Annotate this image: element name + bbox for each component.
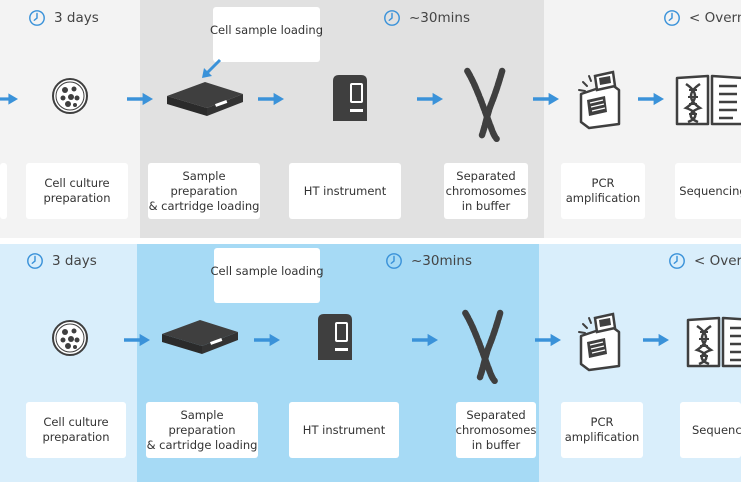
petri-dish-icon	[50, 318, 90, 358]
top-step-box: Cell culture preparation	[26, 163, 128, 219]
top-step-box: Sequencing	[675, 163, 741, 219]
arrow-icon	[417, 92, 443, 106]
pcr-machine-icon	[575, 70, 625, 130]
clock-icon	[383, 9, 401, 27]
instrument-icon	[315, 312, 355, 362]
book-dna-icon	[686, 314, 741, 370]
top-time-left-label: 3 days	[54, 10, 99, 26]
bottom-step-label: Cell culture preparation	[42, 415, 110, 444]
arrow-icon	[643, 333, 669, 347]
pcr-machine-icon	[575, 312, 625, 372]
callout-arrow-icon	[202, 58, 222, 78]
arrow-icon	[638, 92, 664, 106]
top-step-label: HT instrument	[303, 183, 387, 198]
bottom-time-mid-label: ~30mins	[411, 253, 472, 269]
top-step-label: PCR amplification	[565, 176, 641, 205]
top-step-label: Sample preparation & cartridge loading	[148, 168, 260, 213]
arrow-icon	[412, 333, 438, 347]
arrow-icon	[0, 92, 24, 106]
cartridge-icon	[165, 78, 245, 118]
bottom-step-label: HT instrument	[302, 422, 386, 437]
bottom-step-box: HT instrument	[289, 402, 399, 458]
clock-icon	[26, 252, 44, 270]
top-time-mid: ~30mins	[383, 9, 470, 27]
chromosome-icon	[458, 306, 513, 386]
top-step-box: HT instrument	[289, 163, 401, 219]
bottom-step-box: PCR amplification	[561, 402, 643, 458]
top-time-mid-label: ~30mins	[409, 10, 470, 26]
arrow-icon	[0, 333, 14, 347]
top-time-right-label: < Overnig	[689, 10, 741, 26]
arrow-icon	[533, 92, 559, 106]
clock-icon	[385, 252, 403, 270]
book-dna-icon	[675, 72, 741, 128]
bottom-time-right-label: < Overni	[694, 253, 741, 269]
bottom-step-box: Cell culture preparation	[26, 402, 126, 458]
bottom-step-box: Sample preparation & cartridge loading	[146, 402, 258, 458]
bottom-time-left: 3 days	[26, 252, 97, 270]
bottom-step-label: Sample preparation & cartridge loading	[146, 407, 258, 452]
arrow-icon	[535, 333, 561, 347]
top-time-left: 3 days	[28, 9, 99, 27]
top-step-label: Cell culture preparation	[43, 176, 111, 205]
arrow-icon	[124, 333, 150, 347]
bottom-time-left-label: 3 days	[52, 253, 97, 269]
arrow-icon	[254, 333, 280, 347]
arrow-icon	[127, 92, 153, 106]
cartridge-icon	[160, 316, 240, 356]
top-callout-label: Cell sample loading	[210, 23, 323, 37]
instrument-icon	[330, 73, 370, 123]
bottom-callout: Cell sample loading	[211, 248, 324, 303]
top-step-box-stub	[0, 163, 7, 219]
top-step-label: Sequencing	[679, 183, 741, 198]
clock-icon	[668, 252, 686, 270]
top-callout: Cell sample loading	[210, 7, 323, 62]
bottom-callout-label: Cell sample loading	[210, 264, 324, 278]
arrow-icon	[258, 92, 284, 106]
top-step-box: Sample preparation & cartridge loading	[148, 163, 260, 219]
bottom-step-label: PCR amplification	[564, 415, 640, 444]
clock-icon	[663, 9, 681, 27]
petri-dish-icon	[50, 76, 90, 116]
chromosome-icon	[460, 64, 515, 144]
bottom-step-box: Sequencin	[680, 402, 741, 458]
top-time-right: < Overnig	[663, 9, 741, 27]
bottom-step-label: Sequencin	[692, 422, 741, 437]
bottom-step-box: Separated chromosomes in buffer	[456, 402, 536, 458]
bottom-step-label: Separated chromosomes in buffer	[455, 407, 537, 452]
bottom-time-right: < Overni	[668, 252, 741, 270]
top-step-box: Separated chromosomes in buffer	[444, 163, 528, 219]
clock-icon	[28, 9, 46, 27]
top-step-label: Separated chromosomes in buffer	[445, 168, 527, 213]
top-step-box: PCR amplification	[561, 163, 645, 219]
bottom-time-mid: ~30mins	[385, 252, 472, 270]
